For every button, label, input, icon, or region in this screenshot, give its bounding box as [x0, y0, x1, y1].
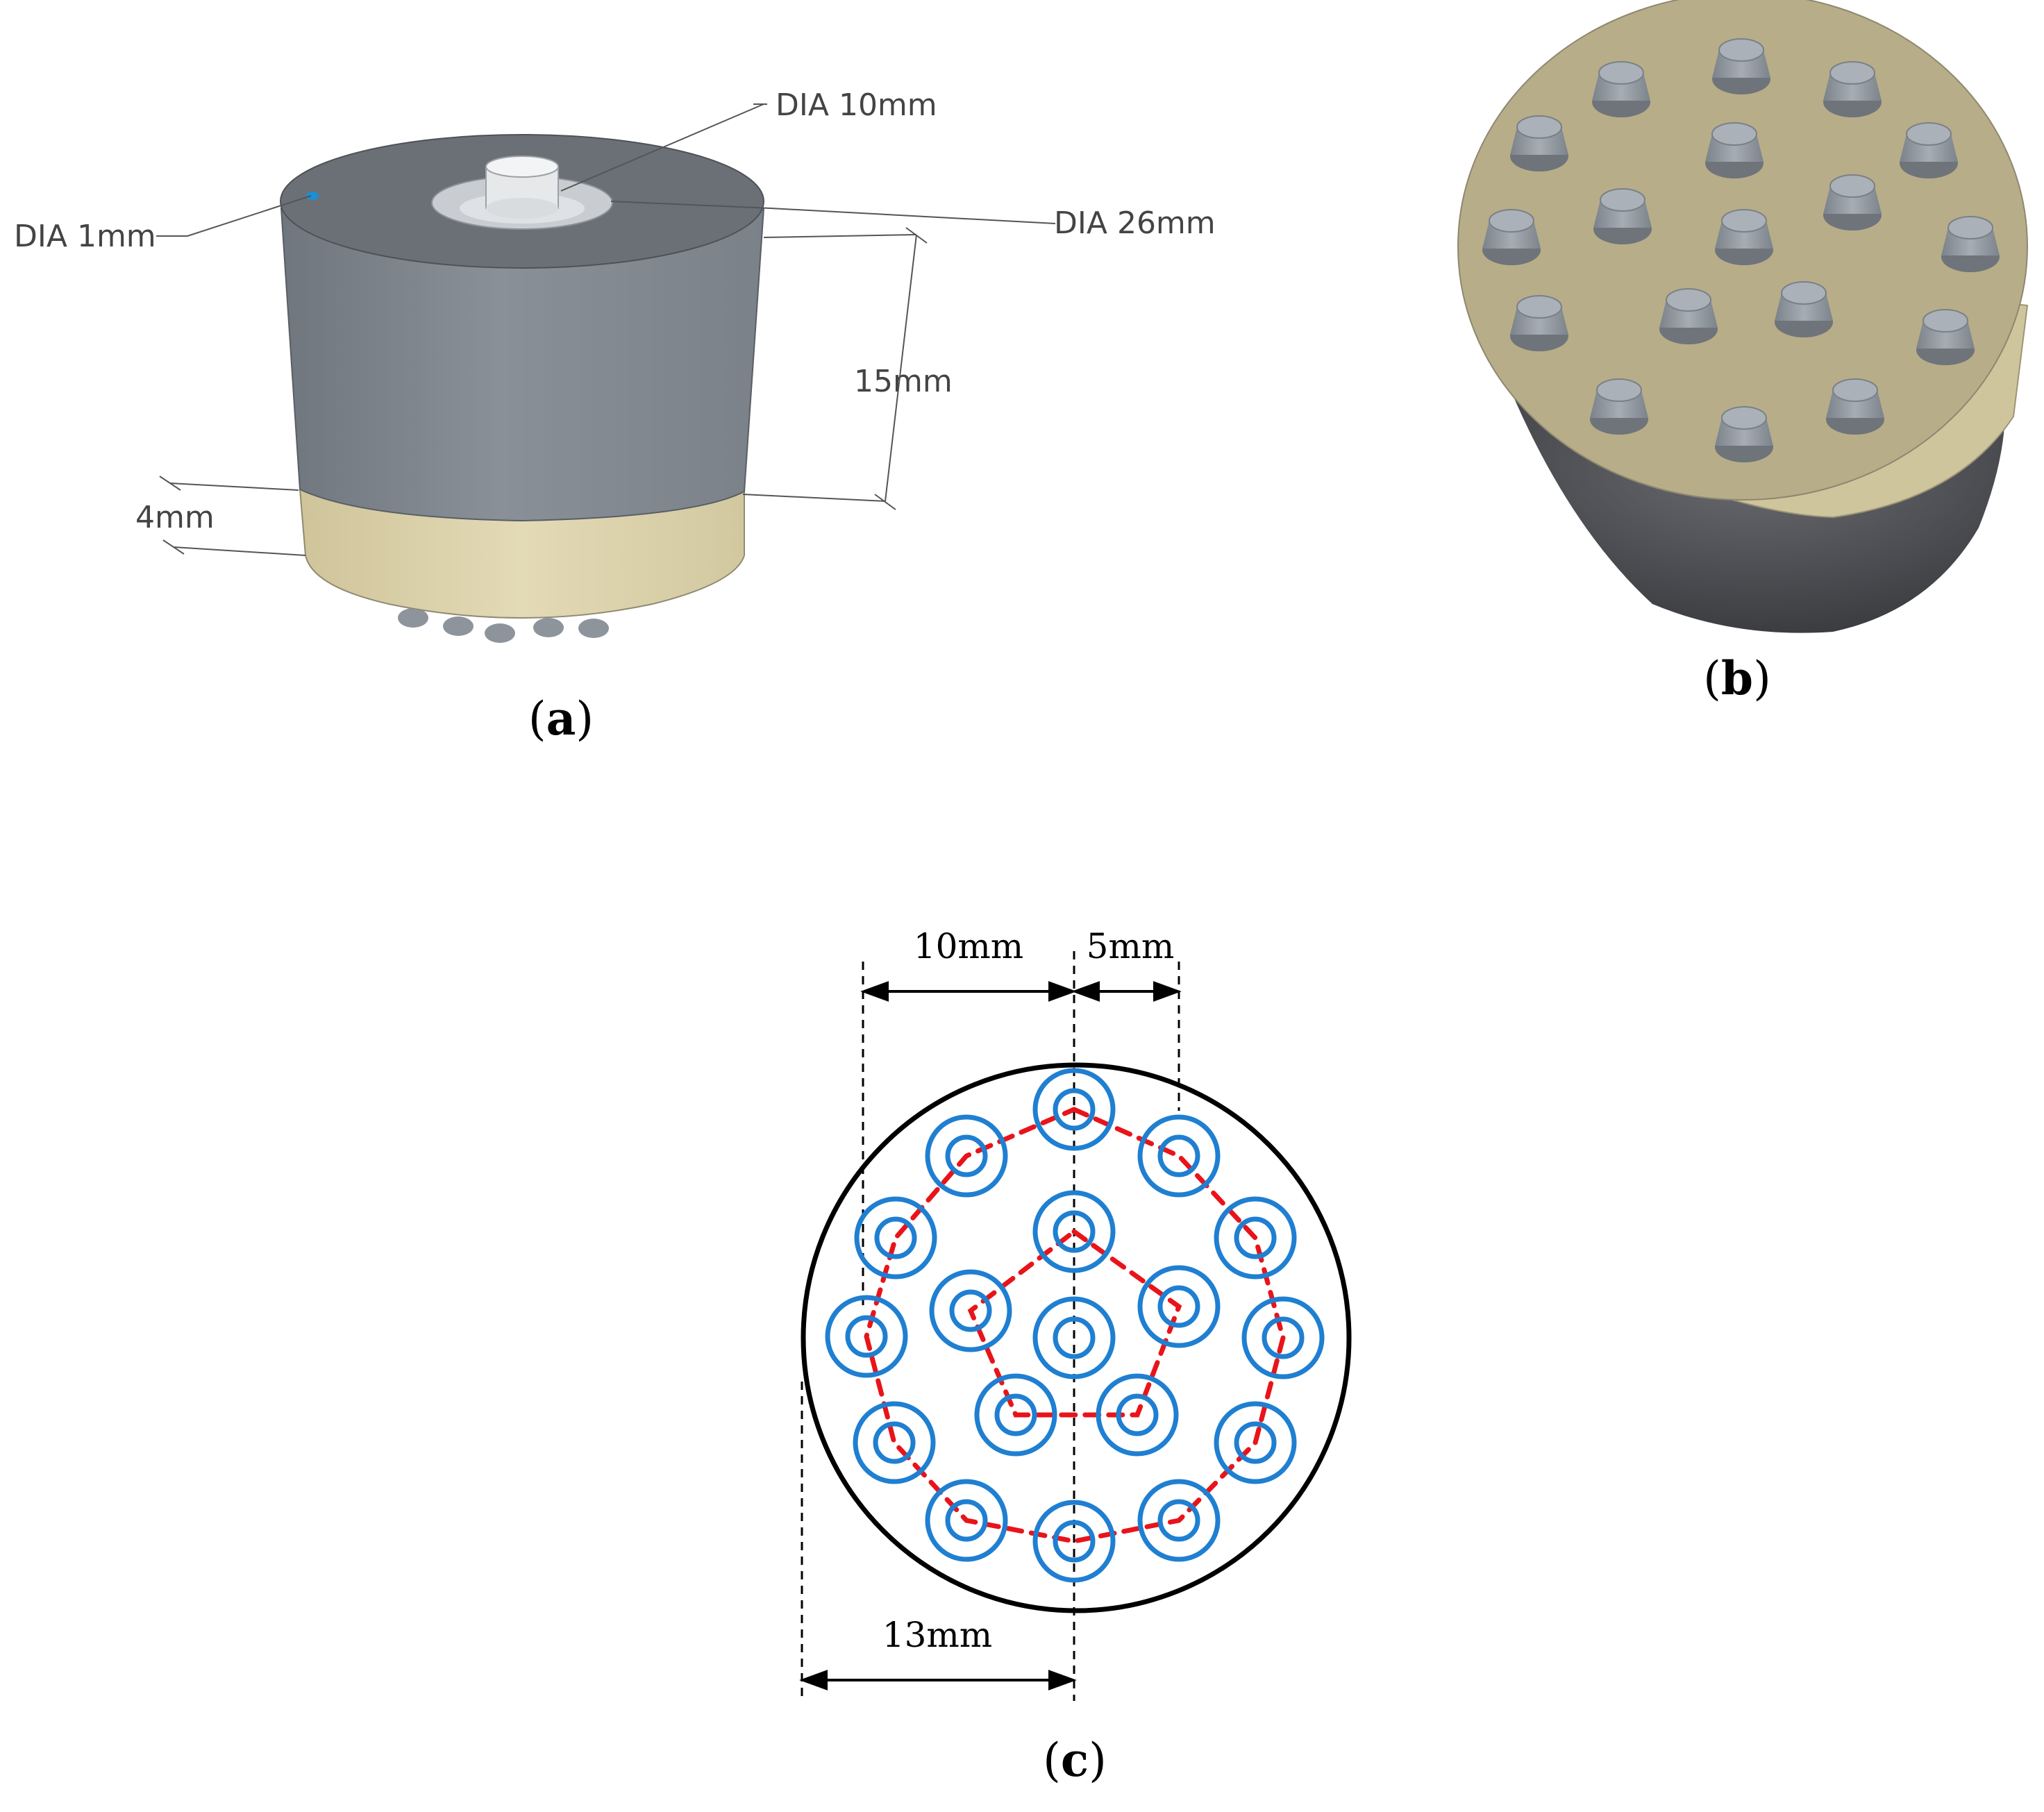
pin-10 [1823, 174, 1882, 230]
pin-1 [1592, 61, 1650, 117]
ring-6 [1032, 1190, 1116, 1273]
pin-17 [1715, 406, 1773, 462]
pin-8 [1593, 188, 1652, 244]
ring-11 [1241, 1296, 1325, 1379]
leader-lines [156, 103, 1056, 556]
ring-16 [925, 1479, 1008, 1562]
pin-13 [1659, 288, 1718, 344]
inner-link-loop [967, 1229, 1182, 1418]
pin-3 [1823, 61, 1882, 117]
dimension-arrows [799, 981, 1182, 1691]
outer-link-loop [864, 1107, 1286, 1544]
pin-11 [1941, 216, 2000, 272]
ring-14 [1096, 1373, 1179, 1457]
label-15mm: 15mm [854, 364, 953, 399]
pins-b [1482, 38, 2000, 462]
label-dia-1mm: DIA 1mm [14, 219, 156, 254]
pin-16 [1590, 378, 1648, 435]
label-10mm: 10mm [914, 926, 1023, 966]
pin-5 [1705, 122, 1764, 178]
pin-2 [1712, 38, 1770, 94]
reference-lines [801, 951, 1180, 1701]
pin-14 [1775, 281, 1833, 337]
label-13mm: 13mm [882, 1615, 992, 1655]
pin-15 [1916, 309, 1975, 365]
caption-c: (c) [1043, 1733, 1107, 1787]
ring-5 [1214, 1196, 1297, 1280]
ring-13 [974, 1373, 1057, 1457]
panel-b: (b) [1457, 0, 2029, 705]
small-hole [306, 192, 319, 200]
label-dia-26mm: DIA 26mm [1054, 205, 1216, 241]
pin-7 [1482, 209, 1541, 265]
ring-2 [925, 1114, 1008, 1198]
ring-12 [853, 1401, 936, 1484]
pin-9 [1715, 209, 1773, 265]
label-5mm: 5mm [1087, 926, 1175, 966]
ring-15 [1214, 1401, 1297, 1484]
outer-circle [801, 1062, 1352, 1613]
panel-c: 10mm 5mm 13mm (c) [799, 926, 1352, 1787]
ring-4 [854, 1196, 937, 1280]
cylinder-body [280, 208, 765, 522]
pin-12 [1510, 295, 1568, 351]
red-links [864, 1107, 1286, 1544]
ring-3 [1137, 1114, 1221, 1198]
caption-b: (b) [1703, 651, 1771, 705]
pin-6 [1900, 122, 1958, 178]
ring-1 [1032, 1068, 1116, 1151]
blue-rings [825, 1068, 1325, 1583]
base-ring [299, 488, 745, 619]
caption-a: (a) [528, 691, 594, 746]
label-dia-10mm: DIA 10mm [776, 87, 937, 123]
ring-7 [929, 1269, 1012, 1352]
ring-8 [1137, 1265, 1221, 1348]
label-4mm: 4mm [135, 500, 215, 535]
bottom-pins [398, 608, 609, 643]
pin-18 [1826, 378, 1884, 435]
ring-18 [1137, 1479, 1221, 1562]
pin-4 [1510, 115, 1568, 171]
center-post-top [485, 156, 559, 178]
ring-10 [1032, 1296, 1116, 1379]
ring-9 [825, 1295, 908, 1378]
ring-17 [1032, 1500, 1116, 1583]
panel-a: DIA 10mm DIA 1mm DIA 26mm 15mm 4mm (a) [14, 87, 1216, 746]
center-post-bottom [486, 198, 558, 219]
